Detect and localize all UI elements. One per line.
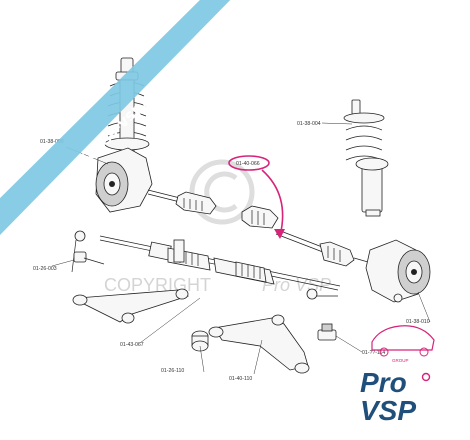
label-right-hub: 01-38-010 — [406, 319, 430, 325]
right-drive-shaft — [241, 205, 369, 267]
right-wishbone — [208, 314, 310, 374]
logo-pro-text: Pro — [360, 367, 407, 398]
pro-vsp-logo: GROUP Pro VSP — [360, 325, 435, 426]
logo-group-text: GROUP — [392, 358, 409, 363]
highlight-ellipse — [228, 155, 270, 171]
steering-rack — [99, 235, 341, 291]
leader-lines — [51, 122, 431, 375]
right-hub-knuckle — [365, 239, 431, 303]
label-bushing: 01-26-110 — [161, 368, 184, 374]
highlight-arrow — [261, 169, 284, 237]
bushing — [191, 330, 209, 352]
highlight-arrowhead — [274, 229, 285, 239]
right-strut — [343, 99, 389, 217]
tie-rod-end — [71, 230, 105, 273]
mount-part — [317, 323, 337, 341]
label-right-strut: 01-38-004 — [297, 121, 321, 127]
highlight-callout — [228, 155, 285, 239]
left-hub-knuckle — [95, 147, 153, 213]
label-mount: 01-??-114 — [362, 350, 385, 356]
left-drive-shaft — [147, 189, 217, 215]
label-tie-rod-end: 01-26-003 — [33, 266, 57, 272]
label-left-strut: 01-38-008 — [40, 139, 64, 145]
label-steering-rack: 01-43-067 — [120, 342, 144, 348]
label-drive-shaft: 01-40-066 — [236, 161, 260, 167]
left-wishbone — [72, 288, 189, 324]
logo-car-outline — [371, 325, 435, 351]
right-tie-rod-end — [306, 288, 338, 300]
label-wishbone: 01-40-110 — [229, 376, 252, 382]
logo-vsp-text: VSP — [360, 395, 416, 426]
